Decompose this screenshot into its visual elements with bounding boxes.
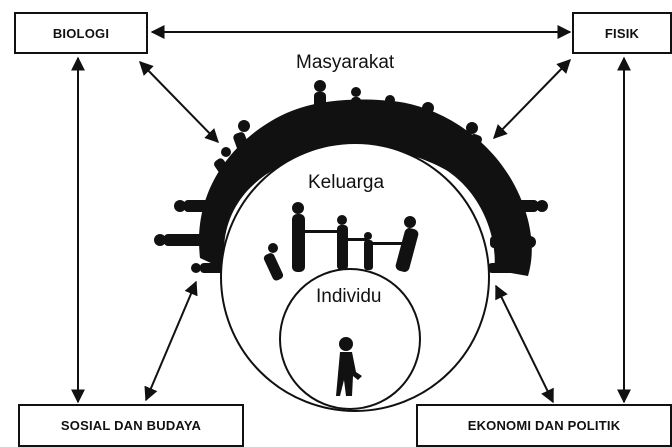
arrow-sosial-masyarakat xyxy=(144,280,198,402)
arrow-ekonomi-masyarakat xyxy=(495,284,554,404)
arrow-fisik-masyarakat xyxy=(493,58,571,140)
keluarga-label: Keluarga xyxy=(308,172,385,193)
ekonomi-politik-box: EKONOMI DAN POLITIK xyxy=(416,404,672,447)
masyarakat-label: Masyarakat xyxy=(296,52,395,73)
biologi-box: BIOLOGI xyxy=(14,12,148,54)
arrow-biologi-masyarakat xyxy=(139,60,219,144)
family-people xyxy=(263,202,419,281)
community-people xyxy=(154,80,548,273)
individual-child xyxy=(336,337,362,396)
individu-label: Individu xyxy=(316,286,382,307)
sosial-budaya-box: SOSIAL DAN BUDAYA xyxy=(18,404,244,447)
fisik-box: FISIK xyxy=(572,12,672,54)
